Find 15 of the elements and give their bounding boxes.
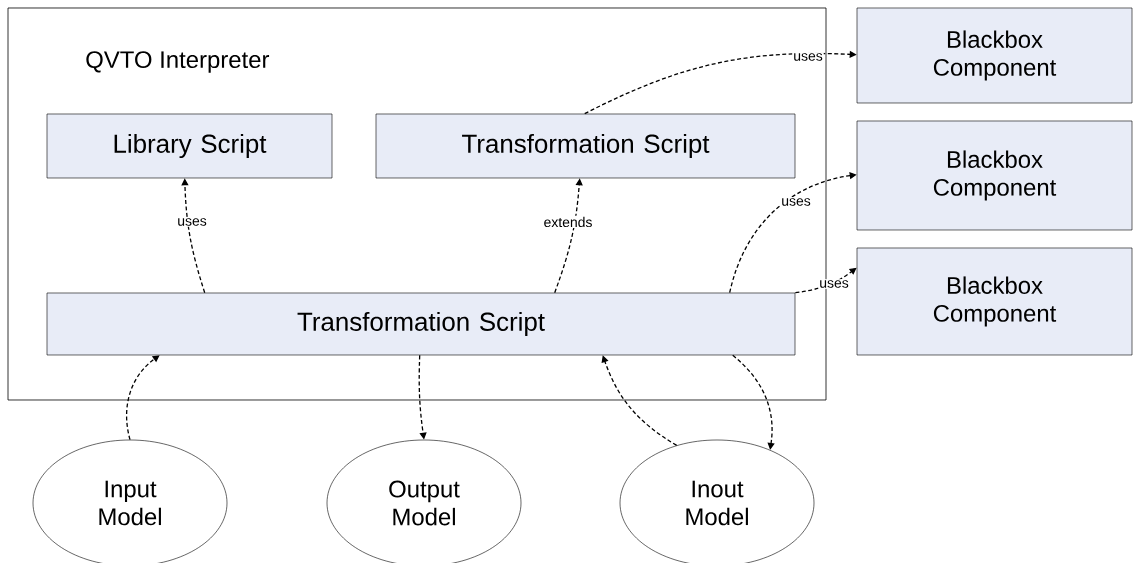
edge-label: extends bbox=[542, 215, 594, 229]
component-box: Blackbox Component bbox=[856, 120, 1133, 231]
script-box: Transformation Script bbox=[46, 292, 796, 356]
arrow bbox=[125, 355, 160, 441]
frame-heading: QVTO Interpreter bbox=[86, 51, 270, 73]
edge-label: uses bbox=[780, 197, 812, 207]
script-box: Transformation Script bbox=[375, 113, 796, 179]
arrow bbox=[732, 354, 775, 450]
edge-label: uses bbox=[818, 279, 850, 289]
arrow bbox=[794, 267, 857, 294]
component-box: Blackbox Component bbox=[856, 7, 1133, 104]
component-box: Blackbox Component bbox=[856, 247, 1133, 356]
edge-label: uses bbox=[176, 217, 208, 227]
script-box: Library Script bbox=[46, 113, 333, 179]
edge-label: uses bbox=[792, 52, 824, 62]
